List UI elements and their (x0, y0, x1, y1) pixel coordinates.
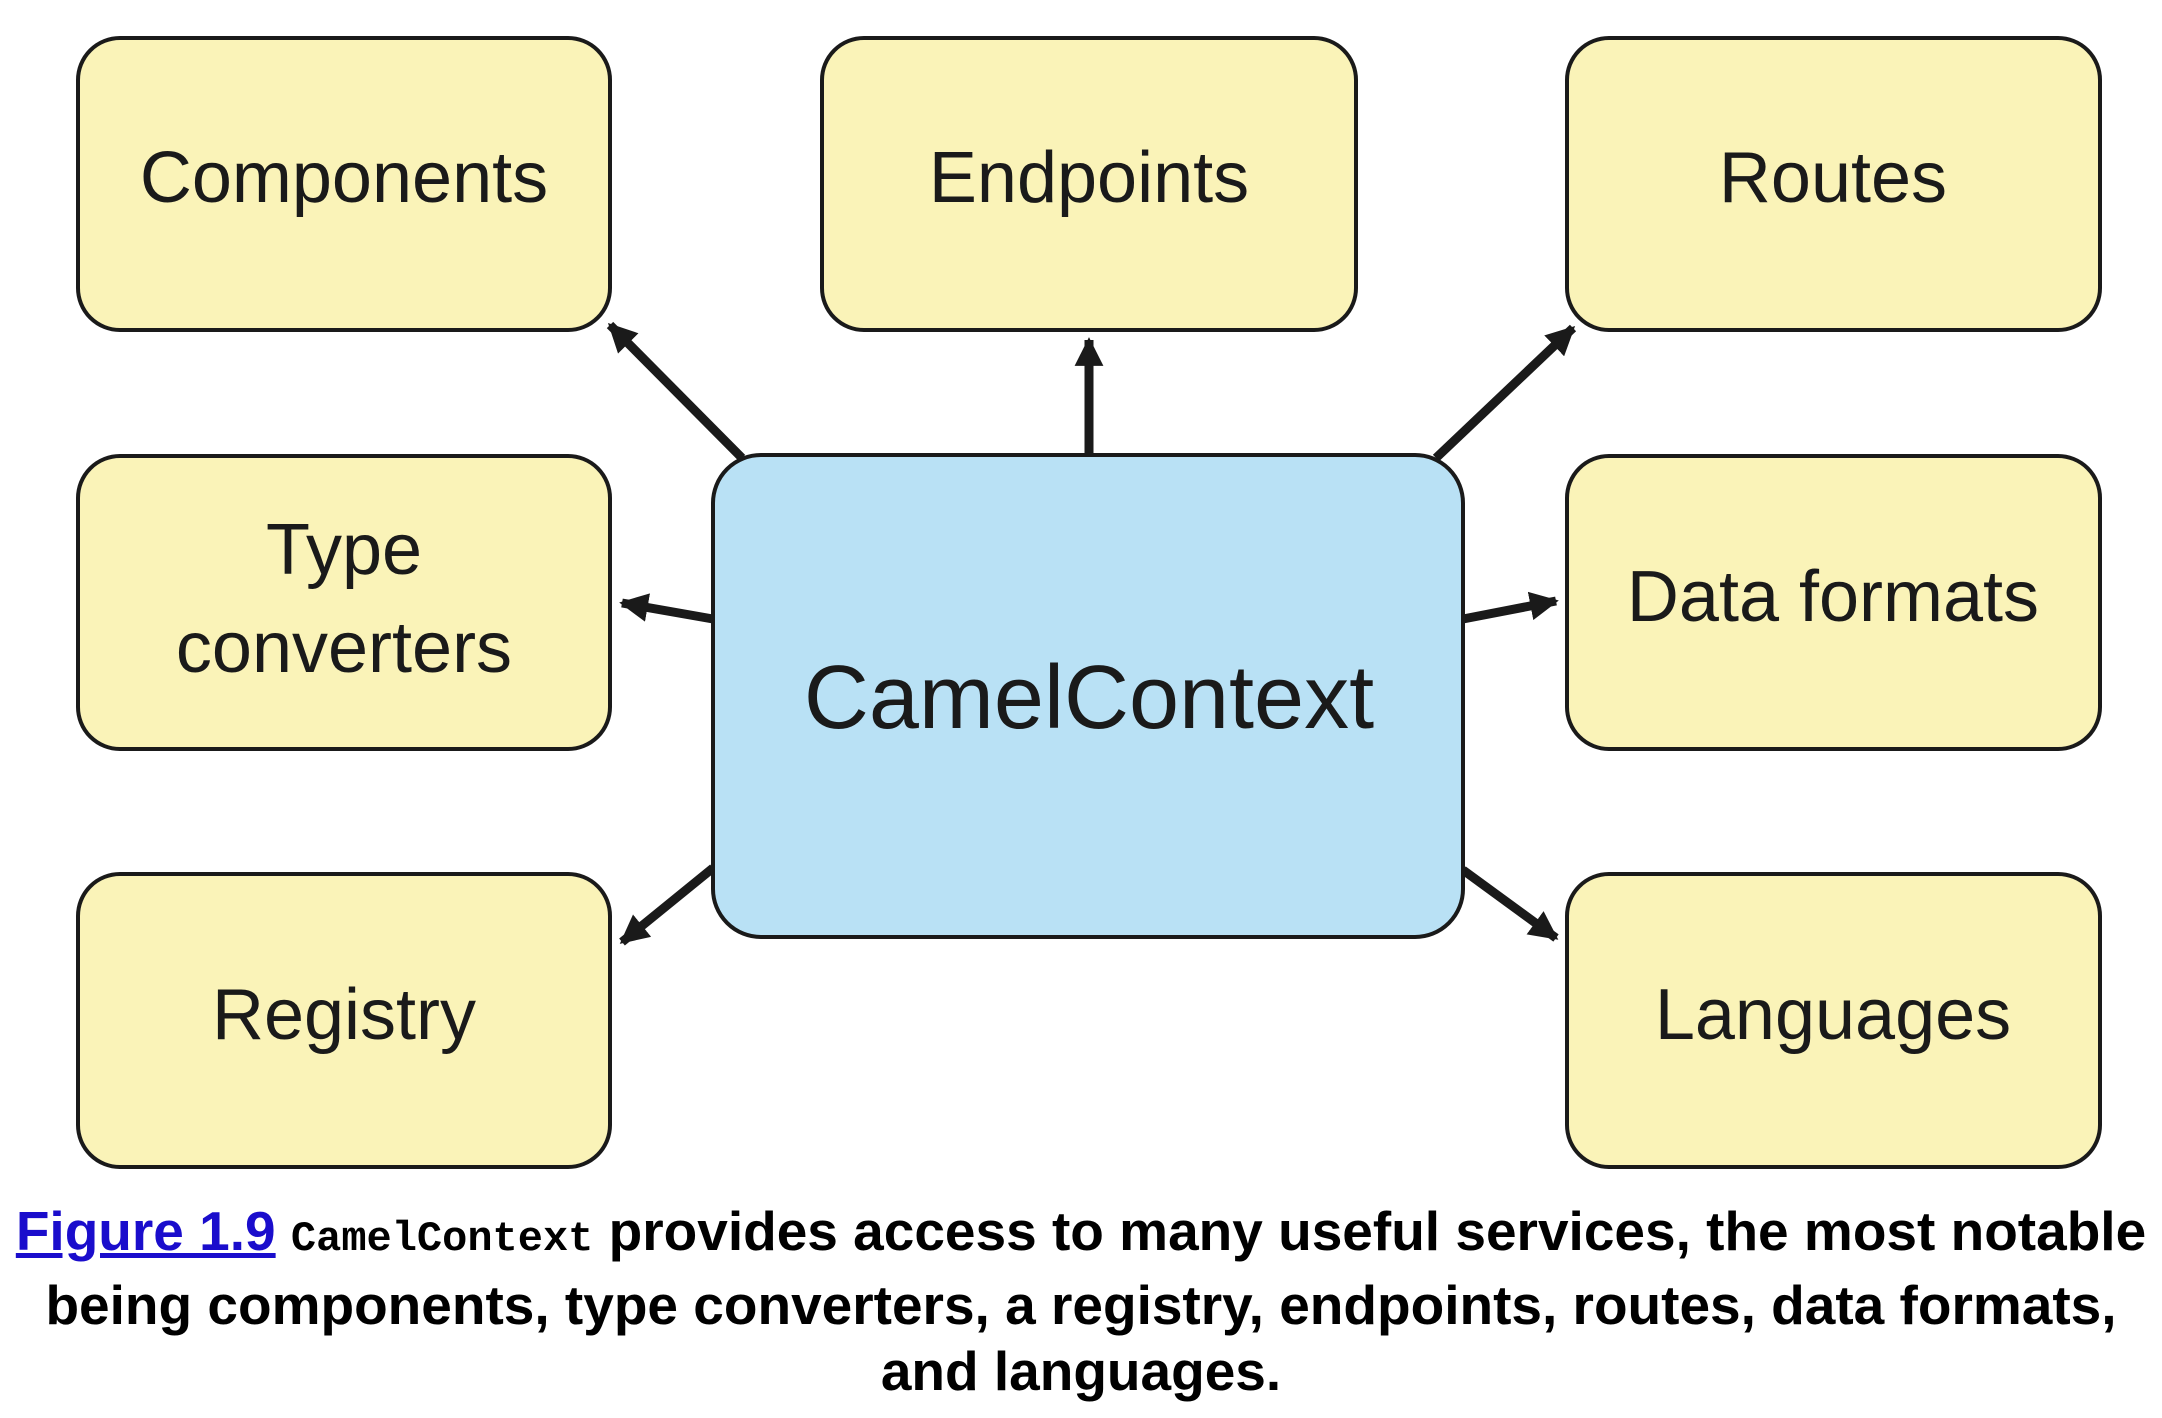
label-data-formats: Data formats (1627, 557, 2039, 637)
arrows (606, 321, 1577, 946)
arrow-to-registry (619, 864, 716, 946)
label-endpoints: Endpoints (929, 138, 1249, 218)
arrow-to-languages (1460, 866, 1559, 942)
label-type-converters-line1: Type (266, 510, 422, 590)
label-routes: Routes (1719, 138, 1947, 218)
figure-link[interactable]: Figure 1.9 (15, 1200, 276, 1262)
label-registry: Registry (212, 975, 476, 1055)
box-components: Components (76, 36, 612, 332)
box-camelcontext: CamelContext (711, 453, 1465, 939)
caption-text: provides access to many useful services,… (45, 1200, 2147, 1402)
label-languages: Languages (1655, 975, 2011, 1055)
arrow-to-components (606, 321, 746, 462)
box-data-formats: Data formats (1565, 454, 2102, 751)
arrow-to-type-converters (619, 593, 714, 624)
camelcontext-diagram: Components Endpoints Routes Type convert… (76, 36, 2102, 1169)
figure-caption: Figure 1.9 CamelContext provides access … (0, 1198, 2162, 1404)
caption-code-term: CamelContext (290, 1215, 594, 1263)
label-type-converters-line2: converters (176, 608, 512, 688)
box-endpoints: Endpoints (820, 36, 1358, 332)
box-type-converters: Type converters (76, 454, 612, 751)
box-routes: Routes (1565, 36, 2102, 332)
arrow-to-data-formats (1462, 591, 1559, 624)
box-languages: Languages (1565, 872, 2102, 1169)
label-camelcontext: CamelContext (804, 648, 1374, 748)
box-registry: Registry (76, 872, 612, 1169)
label-components: Components (140, 138, 548, 218)
arrow-to-routes (1432, 324, 1577, 462)
